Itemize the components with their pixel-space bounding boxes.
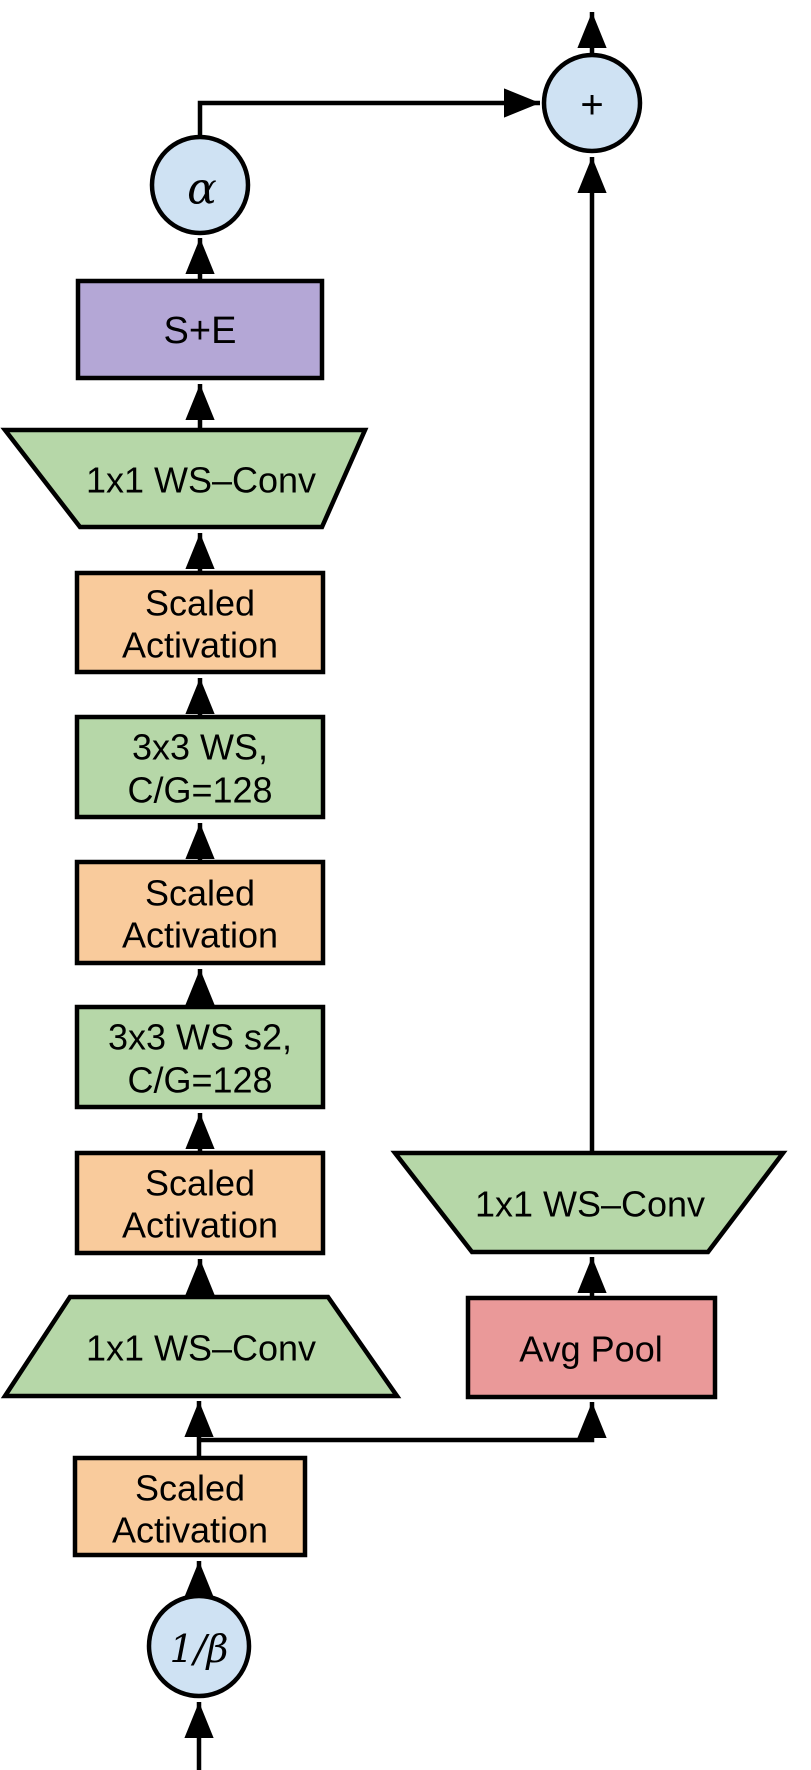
conv1x1-expand-trapezoid	[0, 427, 369, 530]
sum-node	[541, 52, 643, 154]
conv3x3-block	[74, 714, 326, 820]
scaled-activation-4-line1: Scaled	[145, 583, 255, 624]
alpha-scale-node	[149, 134, 251, 236]
avg-pool-label: Avg Pool	[519, 1329, 662, 1370]
shortcut-conv1x1-label: 1x1 WS–Conv	[475, 1184, 705, 1225]
conv3x3-line2: C/G=128	[127, 770, 272, 811]
scaled-activation-1-block	[72, 1455, 308, 1558]
conv3x3-s2-line1: 3x3 WS s2,	[108, 1017, 292, 1058]
scaled-activation-2-block	[74, 1150, 326, 1256]
inv-beta-scale-label: 1/β	[170, 1627, 229, 1671]
scaled-activation-3-line1: Scaled	[145, 873, 255, 914]
alpha-to-sum-connector	[197, 88, 540, 137]
squeeze-excite-label: S+E	[164, 310, 237, 352]
scaled-activation-1-line1: Scaled	[135, 1468, 245, 1509]
scaled-activation-4-line2: Activation	[122, 625, 278, 666]
sum-node-label: +	[580, 83, 603, 127]
conv3x3-s2-line2: C/G=128	[127, 1060, 272, 1101]
conv1x1-reduce-trapezoid	[0, 1294, 402, 1399]
conv1x1-expand-label: 1x1 WS–Conv	[86, 460, 316, 501]
avg-pool-block	[465, 1295, 718, 1400]
scaled-activation-3-line2: Activation	[122, 915, 278, 956]
scaled-activation-1-line2: Activation	[112, 1510, 268, 1551]
scaled-activation-2-line1: Scaled	[145, 1163, 255, 1204]
conv1x1-reduce-label: 1x1 WS–Conv	[86, 1328, 316, 1369]
scaled-activation-3-block	[74, 859, 326, 966]
scaled-activation-4-block	[74, 570, 326, 675]
conv3x3-line1: 3x3 WS,	[132, 727, 268, 768]
inv-beta-scale-node	[146, 1593, 252, 1699]
squeeze-excite-block	[75, 278, 325, 381]
shortcut-conv1x1-trapezoid	[390, 1150, 788, 1255]
scaled-activation-2-line2: Activation	[122, 1205, 278, 1246]
alpha-scale-label: α	[187, 164, 217, 215]
branch-to-avgpool-connector	[199, 1402, 607, 1443]
conv3x3-s2-block	[74, 1004, 326, 1110]
